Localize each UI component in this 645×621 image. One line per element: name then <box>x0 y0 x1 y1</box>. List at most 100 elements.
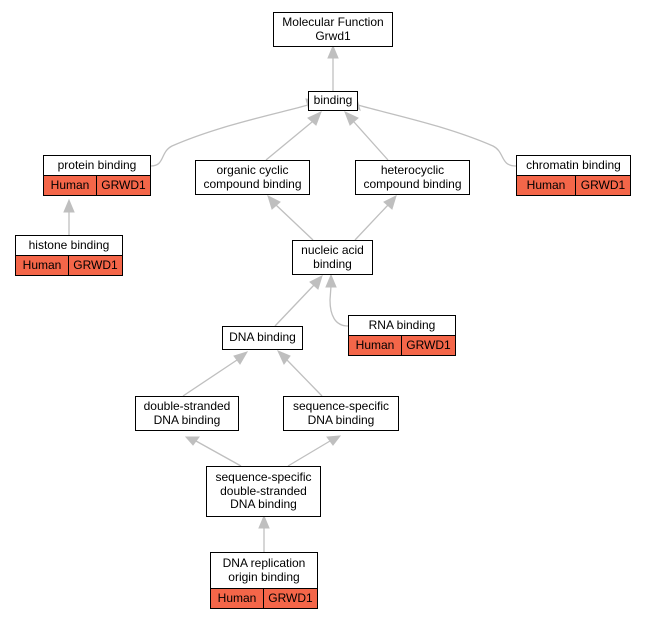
edge-line <box>287 440 331 467</box>
edge-arrowhead <box>327 44 339 59</box>
node-label-line: organic cyclic <box>216 163 289 177</box>
node-dna-binding[interactable]: DNA binding <box>222 326 303 350</box>
annotation-species: Human <box>526 178 566 192</box>
edge-arrowhead <box>277 350 291 365</box>
edge-heterocyclic-to-binding <box>344 111 389 161</box>
edge-arrowhead <box>326 435 342 446</box>
node-label-line: DNA replication <box>222 556 306 570</box>
edge-line <box>275 204 314 241</box>
node-label-line: protein binding <box>57 157 137 172</box>
edge-line <box>182 359 238 397</box>
edge-line <box>274 284 315 327</box>
edge-arrowhead <box>63 198 75 213</box>
edge-arrowhead <box>307 111 322 126</box>
node-label-line: sequence-specific <box>215 470 312 485</box>
node-title: protein binding <box>44 156 150 175</box>
edge-arrowhead <box>184 436 200 446</box>
node-label-line: RNA binding <box>368 317 436 332</box>
annotation-species: Human <box>50 178 90 192</box>
edge-arrowhead <box>325 273 337 288</box>
edge-double-stranded-to-dna-binding <box>182 351 249 397</box>
annotation-row: Human GRWD1 <box>44 175 150 195</box>
node-binding[interactable]: binding <box>308 91 358 111</box>
edge-arrowhead <box>267 195 281 210</box>
node-label-line: binding <box>313 93 353 108</box>
node-title: RNA binding <box>349 316 455 335</box>
annotation-gene: GRWD1 <box>575 176 630 195</box>
edge-line <box>286 359 323 397</box>
edge-line <box>265 121 313 161</box>
node-label-line: origin binding <box>228 569 300 584</box>
edge-histone-binding-to-protein-binding <box>63 198 75 235</box>
edge-rna-binding-to-nucleic-acid <box>325 273 349 327</box>
node-label-line: binding <box>313 256 352 271</box>
node-label-line: heterocyclic <box>380 163 445 177</box>
node-label-line: DNA binding <box>230 497 297 512</box>
edge-binding-to-molecular-function <box>327 44 339 91</box>
node-title: histone binding <box>16 236 122 255</box>
node-label-line: double-stranded <box>143 399 231 413</box>
annotation-gene: GRWD1 <box>96 176 150 195</box>
annotation-row: Human GRWD1 <box>16 255 122 275</box>
edge-arrowhead <box>233 351 249 365</box>
edge-protein-binding-to-binding <box>150 98 322 167</box>
edge-nucleic-acid-to-organic-cyclic <box>267 195 314 241</box>
node-label-line: nucleic acid <box>301 243 364 257</box>
edge-line <box>354 204 389 241</box>
edge-organic-cyclic-to-binding <box>265 111 322 161</box>
annotation-row: Human GRWD1 <box>211 588 317 608</box>
edge-line <box>195 440 242 467</box>
annotation-gene: GRWD1 <box>401 336 455 355</box>
edge-chromatin-binding-to-binding <box>344 98 517 167</box>
annotation-species: Human <box>22 258 62 272</box>
edge-ss-double-stranded-to-double-stranded <box>184 436 242 467</box>
node-label-line: double-stranded <box>220 483 307 498</box>
edge-nucleic-acid-to-heterocyclic <box>354 195 397 241</box>
node-label-line: Molecular Function <box>282 15 384 29</box>
node-label-line: DNA binding <box>307 412 375 427</box>
node-label-line: Grwd1 <box>315 28 351 43</box>
edge-arrowhead <box>383 195 397 210</box>
node-label-line: compound binding <box>363 176 462 191</box>
node-title: binding <box>309 92 357 110</box>
node-label-line: DNA binding <box>153 412 221 427</box>
edge-dna-replication-origin-to-ss-double-stranded <box>258 514 270 552</box>
annotation-gene: GRWD1 <box>263 589 317 608</box>
annotation-row: Human GRWD1 <box>517 175 630 195</box>
edge-line <box>353 121 389 161</box>
edge-line <box>329 285 349 327</box>
edge-arrowhead <box>309 275 323 290</box>
node-label-line: chromatin binding <box>526 157 621 172</box>
edge-ss-double-stranded-to-sequence-specific <box>287 435 342 467</box>
annotation-gene: GRWD1 <box>68 256 122 275</box>
edge-line <box>150 104 309 167</box>
node-title: DNA binding <box>223 327 302 349</box>
node-label-line: compound binding <box>203 176 302 191</box>
annotation-species: Human <box>217 591 257 605</box>
node-label-line: sequence-specific <box>292 399 390 413</box>
edge-arrowhead <box>258 514 270 529</box>
node-title: chromatin binding <box>517 156 630 175</box>
node-label-line: DNA binding <box>229 330 296 345</box>
